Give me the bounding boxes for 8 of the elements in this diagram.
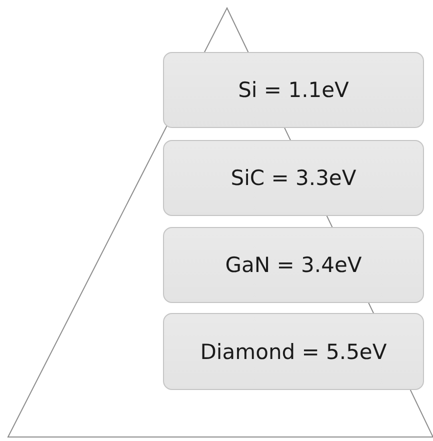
- level-label: Diamond = 5.5eV: [200, 340, 387, 364]
- level-box: [163, 227, 424, 303]
- level-box: [163, 313, 424, 390]
- level-label: SiC = 3.3eV: [230, 166, 356, 190]
- level-label: Si = 1.1eV: [238, 78, 349, 102]
- level-box: [163, 52, 424, 128]
- level-box: [163, 140, 424, 216]
- level-label: GaN = 3.4eV: [225, 253, 362, 277]
